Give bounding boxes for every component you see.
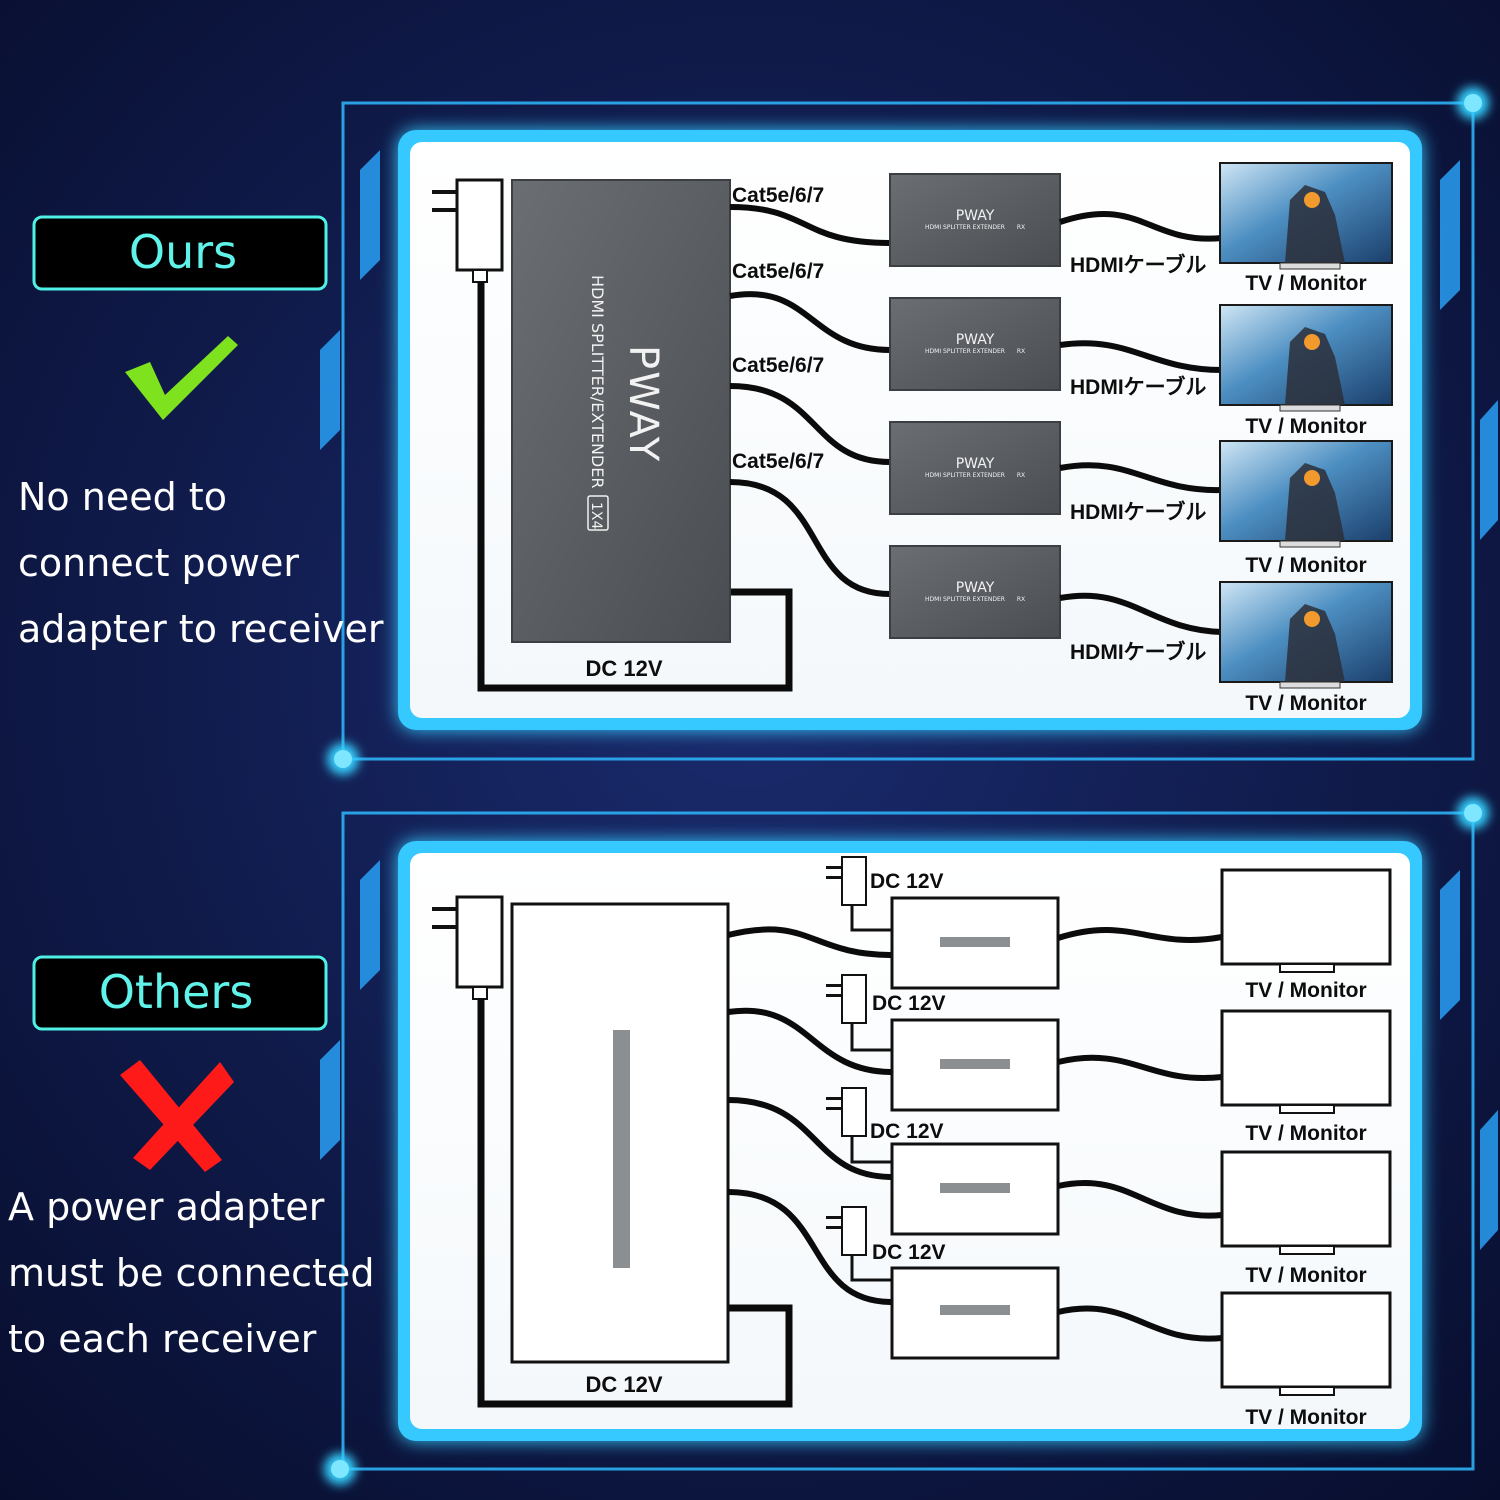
svg-text:Ours: Ours bbox=[129, 225, 237, 279]
svg-text:connect power: connect power bbox=[18, 541, 299, 585]
tv-monitor-icon bbox=[1220, 1291, 1392, 1396]
svg-text:PWAY: PWAY bbox=[620, 345, 666, 463]
others-caption: A power adapter must be connected to eac… bbox=[8, 1185, 374, 1361]
others-badge: Others bbox=[32, 955, 328, 1031]
svg-text:PWAY: PWAY bbox=[956, 580, 995, 596]
dc-label: DC 12V bbox=[585, 656, 662, 681]
power-adapter-icon bbox=[826, 1087, 892, 1164]
svg-text:No need to: No need to bbox=[18, 475, 227, 519]
tv-label: TV / Monitor bbox=[1245, 554, 1366, 577]
cat-cables bbox=[729, 204, 891, 597]
tv-label: TV / Monitor bbox=[1245, 1122, 1366, 1145]
receiver-unit: PWAY HDMI SPLITTER EXTENDER RX bbox=[889, 173, 1061, 267]
dc-label: DC 12V bbox=[870, 870, 944, 893]
svg-text:RX: RX bbox=[1017, 596, 1025, 603]
cat-label: Cat5e/6/7 bbox=[732, 260, 824, 283]
hdmi-label: HDMIケーブル bbox=[1070, 640, 1206, 664]
receiver-unit: PWAY HDMI SPLITTER EXTENDER RX bbox=[889, 297, 1061, 391]
dc-label: DC 12V bbox=[870, 1120, 944, 1143]
cat-label: Cat5e/6/7 bbox=[732, 184, 824, 207]
power-adapter-icon bbox=[432, 895, 504, 1000]
tv-label: TV / Monitor bbox=[1245, 692, 1366, 715]
receiver-unit: PWAY HDMI SPLITTER EXTENDER RX bbox=[889, 421, 1061, 515]
svg-text:HDMI SPLITTER EXTENDER: HDMI SPLITTER EXTENDER bbox=[925, 348, 1005, 355]
ours-caption: No need to connect power adapter to rece… bbox=[18, 475, 384, 651]
tv-label: TV / Monitor bbox=[1245, 415, 1366, 438]
svg-text:must be connected: must be connected bbox=[8, 1251, 374, 1295]
svg-text:HDMI SPLITTER EXTENDER: HDMI SPLITTER EXTENDER bbox=[925, 596, 1005, 603]
ours-badge: Ours bbox=[32, 215, 328, 291]
power-adapter-icon bbox=[826, 856, 892, 932]
svg-text:to each receiver: to each receiver bbox=[8, 1317, 317, 1361]
others-diagram: DC 12V DC 12V DC 12V DC 12V bbox=[432, 856, 1392, 1429]
tv-label: TV / Monitor bbox=[1245, 272, 1366, 295]
hdmi-cables bbox=[1057, 927, 1223, 1342]
cat-cables bbox=[727, 926, 893, 1305]
svg-text:RX: RX bbox=[1017, 224, 1025, 231]
receiver-unit bbox=[890, 896, 1060, 990]
tv-monitor-icon bbox=[1219, 162, 1393, 270]
splitter-device bbox=[510, 902, 730, 1364]
svg-text:RX: RX bbox=[1017, 472, 1025, 479]
receiver-unit bbox=[890, 1266, 1060, 1360]
tv-label: TV / Monitor bbox=[1245, 1264, 1366, 1287]
tv-monitor-icon bbox=[1220, 1009, 1392, 1114]
svg-text:Others: Others bbox=[99, 965, 254, 1019]
cross-icon bbox=[120, 1060, 234, 1172]
svg-text:1X4: 1X4 bbox=[588, 502, 604, 529]
svg-text:adapter to receiver: adapter to receiver bbox=[18, 607, 384, 651]
svg-text:RX: RX bbox=[1017, 348, 1025, 355]
hdmi-label: HDMIケーブル bbox=[1070, 375, 1206, 399]
dc-label: DC 12V bbox=[585, 1372, 662, 1397]
svg-text:PWAY: PWAY bbox=[956, 208, 995, 224]
hdmi-label: HDMIケーブル bbox=[1070, 253, 1206, 277]
dc-label: DC 12V bbox=[872, 1241, 946, 1264]
tv-monitor-icon bbox=[1220, 868, 1392, 973]
receiver-unit bbox=[890, 1142, 1060, 1236]
power-adapter-icon bbox=[826, 1206, 892, 1282]
svg-text:A power adapter: A power adapter bbox=[8, 1185, 325, 1229]
svg-text:HDMI SPLITTER EXTENDER: HDMI SPLITTER EXTENDER bbox=[925, 472, 1005, 479]
splitter-device: PWAY HDMI SPLITTER/EXTENDER 1X4 bbox=[511, 179, 731, 643]
svg-text:PWAY: PWAY bbox=[956, 332, 995, 348]
tv-monitor-icon bbox=[1220, 1150, 1392, 1255]
tv-label: TV / Monitor bbox=[1245, 1406, 1366, 1429]
check-icon bbox=[125, 336, 238, 420]
hdmi-cables bbox=[1059, 210, 1223, 635]
dc-cable bbox=[477, 999, 793, 1408]
tv-label: TV / Monitor bbox=[1245, 979, 1366, 1002]
svg-text:PWAY: PWAY bbox=[956, 456, 995, 472]
tv-monitor-icon bbox=[1219, 440, 1393, 548]
power-adapter-icon bbox=[432, 178, 504, 283]
cat-label: Cat5e/6/7 bbox=[732, 354, 824, 377]
hdmi-label: HDMIケーブル bbox=[1070, 500, 1206, 524]
power-adapter-icon bbox=[826, 974, 892, 1052]
tv-monitor-icon bbox=[1219, 581, 1393, 689]
receiver-unit: PWAY HDMI SPLITTER EXTENDER RX bbox=[889, 545, 1061, 639]
tv-monitor-icon bbox=[1219, 304, 1393, 412]
dc-label: DC 12V bbox=[872, 992, 946, 1015]
svg-text:HDMI SPLITTER/EXTENDER: HDMI SPLITTER/EXTENDER bbox=[588, 275, 607, 488]
svg-text:HDMI SPLITTER EXTENDER: HDMI SPLITTER EXTENDER bbox=[925, 224, 1005, 231]
receiver-unit bbox=[890, 1018, 1060, 1112]
dc-cable bbox=[477, 282, 793, 692]
ours-diagram: PWAY HDMI SPLITTER/EXTENDER 1X4 Cat5e/6/… bbox=[432, 162, 1393, 715]
cat-label: Cat5e/6/7 bbox=[732, 450, 824, 473]
